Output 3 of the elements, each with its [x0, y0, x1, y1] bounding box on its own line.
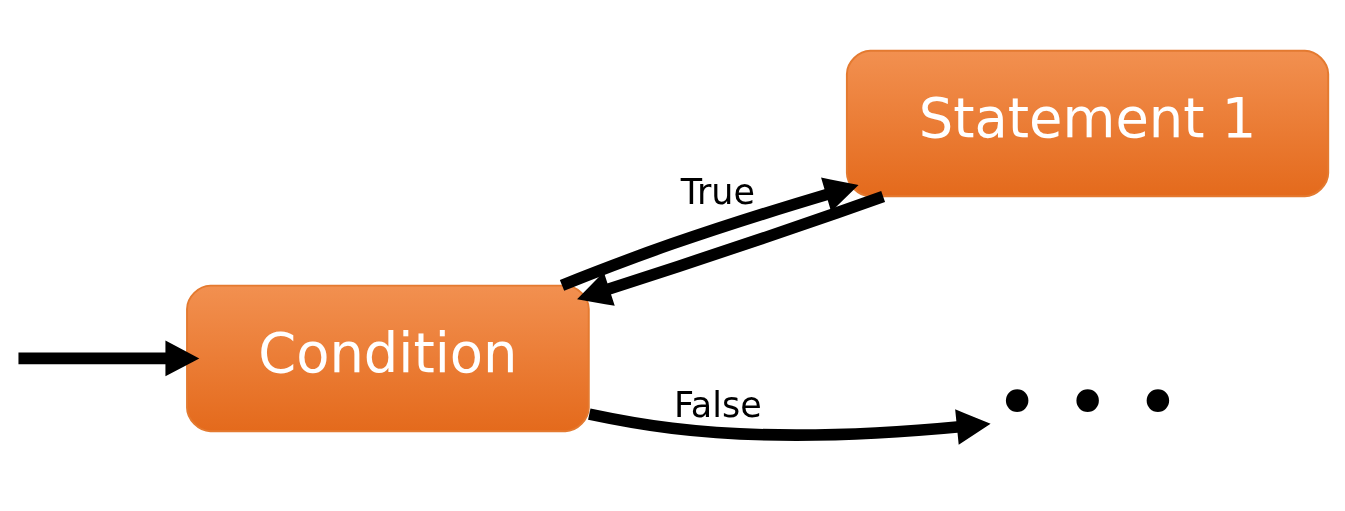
edge-label: True — [680, 171, 755, 212]
node-text: • • • — [994, 357, 1181, 448]
edge-label: False — [674, 384, 762, 425]
